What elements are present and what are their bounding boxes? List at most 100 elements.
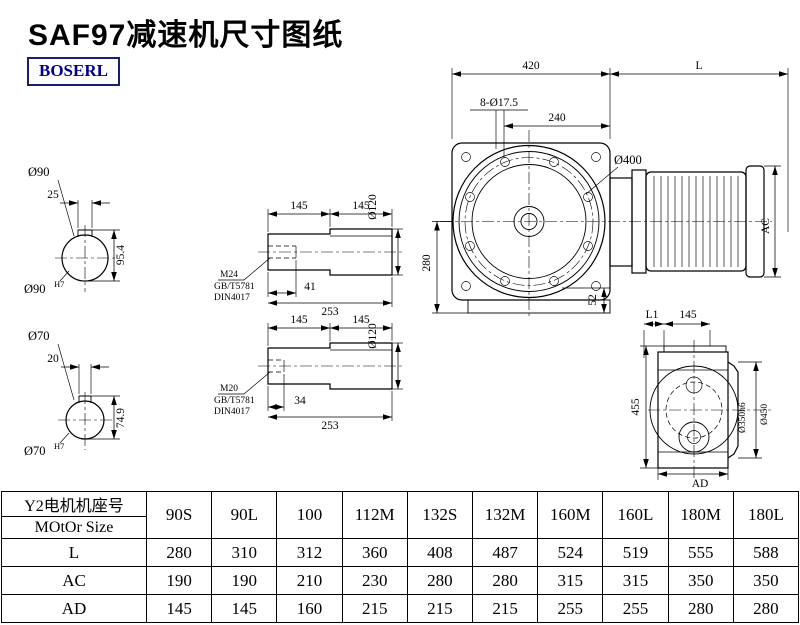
base-strip <box>467 299 611 314</box>
value-cell: 280 <box>146 538 212 566</box>
value-cell: 280 <box>667 594 733 622</box>
value-cell: 312 <box>276 538 342 566</box>
motor <box>609 165 765 278</box>
value-cell: 145 <box>146 594 212 622</box>
dim-450-label: Ø450 <box>760 404 770 425</box>
m20-depth-label: 34 <box>294 395 306 407</box>
dim-L-label: L <box>695 60 702 72</box>
dim-240-label: 240 <box>548 112 566 124</box>
dim-bolt-holes-label: 8-Ø17.5 <box>480 97 518 109</box>
bore70-keywidth-label: 20 <box>47 353 59 365</box>
value-cell: 215 <box>471 594 538 622</box>
dim-455-label: 455 <box>630 398 642 416</box>
row-label-L: L <box>2 538 146 566</box>
value-cell: 408 <box>406 538 472 566</box>
m20-std1-label: GB/T5781 <box>214 396 255 406</box>
size-cell: 90L <box>211 492 276 538</box>
m20-std2-label: DIN4017 <box>214 407 250 417</box>
m20-dia-label: Ø120 <box>367 323 379 349</box>
shaft-detail-m20: 145 145 Ø120 M20 GB/T5781 DIN4017 34 253 <box>214 314 403 432</box>
m24-depth-label: 41 <box>304 281 316 293</box>
bore90-dia-label: Ø90 <box>28 165 50 179</box>
bore70-keydepth-label: 74.9 <box>115 408 127 428</box>
value-cell: 210 <box>276 566 342 594</box>
value-cell: 190 <box>146 566 212 594</box>
technical-drawing: 420 L 8-Ø17.5 240 Ø400 280 52 AC <box>24 60 789 490</box>
value-cell: 280 <box>732 594 798 622</box>
m20-len2-label: 145 <box>352 314 370 326</box>
value-cell: 487 <box>471 538 538 566</box>
value-cell: 519 <box>602 538 668 566</box>
m24-std2-label: DIN4017 <box>214 293 250 303</box>
dim-spigot-label: Ø350h6 <box>738 402 748 433</box>
dimension-table: Y2电机机座号 MOtOr Size 90S 90L 100 112M 132S… <box>1 491 799 623</box>
bore90-keywidth-label: 25 <box>47 189 59 201</box>
bore-section-90: Ø90 25 95.4 Ø90 H7 <box>24 165 127 296</box>
value-cell: 280 <box>471 566 538 594</box>
value-cell: 255 <box>537 594 603 622</box>
m24-thread-label: M24 <box>220 270 238 280</box>
dim-420-label: 420 <box>522 60 540 72</box>
value-cell: 315 <box>537 566 603 594</box>
value-cell: 350 <box>667 566 733 594</box>
motor-fins <box>653 176 739 267</box>
bore90-fit-tol: H7 <box>54 279 64 289</box>
value-cell: 588 <box>732 538 798 566</box>
size-cell: 180M <box>667 492 733 538</box>
dim-52-label: 52 <box>587 294 599 306</box>
m20-thread-label: M20 <box>220 384 238 394</box>
value-cell: 255 <box>602 594 668 622</box>
bore70-fit-label: Ø70 <box>24 444 46 458</box>
front-view: 420 L 8-Ø17.5 240 Ø400 280 52 AC <box>421 60 789 318</box>
logo-boserl: BOSERL <box>27 57 120 86</box>
value-cell: 160 <box>276 594 342 622</box>
size-cell: 132S <box>406 492 472 538</box>
size-cell: 160M <box>537 492 602 538</box>
bore70-dia-label: Ø70 <box>28 329 50 343</box>
bore90-fit-label: Ø90 <box>24 282 46 296</box>
m24-len2-label: 145 <box>352 200 370 212</box>
m24-std1-label: GB/T5781 <box>214 282 255 292</box>
dim-145-label: 145 <box>679 309 697 321</box>
m20-total-label: 253 <box>321 420 339 432</box>
dim-flange-dia-label: Ø400 <box>614 153 642 167</box>
size-cell: 180L <box>732 492 798 538</box>
dim-AC-label: AC <box>760 218 772 234</box>
value-cell: 315 <box>602 566 668 594</box>
value-cell: 350 <box>732 566 798 594</box>
header-en: MOtOr Size <box>34 518 114 536</box>
side-view: L1 145 455 Ø350h6 Ø450 AD <box>630 309 772 490</box>
header-cn: Y2电机机座号 <box>2 492 146 517</box>
size-cell: 90S <box>146 492 211 538</box>
shaft-detail-m24: 145 145 Ø120 M24 GB/T5781 DIN4017 41 253 <box>214 194 403 318</box>
value-cell: 215 <box>406 594 472 622</box>
dim-AD-label: AD <box>692 478 709 490</box>
motor-size-header-cell: Y2电机机座号 MOtOr Size <box>2 492 146 538</box>
bore-section-70: Ø70 20 74.9 Ø70 H7 <box>24 329 127 458</box>
value-cell: 145 <box>211 594 277 622</box>
page-title: SAF97减速机尺寸图纸 <box>28 19 344 52</box>
size-cell: 100 <box>276 492 341 538</box>
m24-total-label: 253 <box>321 306 339 318</box>
value-cell: 555 <box>667 538 733 566</box>
value-cell: 230 <box>341 566 407 594</box>
m20-len1-label: 145 <box>290 314 308 326</box>
value-cell: 190 <box>211 566 277 594</box>
m24-len1-label: 145 <box>290 200 308 212</box>
size-cell: 112M <box>341 492 407 538</box>
value-cell: 215 <box>341 594 407 622</box>
value-cell: 360 <box>341 538 407 566</box>
row-label-AC: AC <box>2 566 146 594</box>
value-cell: 280 <box>406 566 472 594</box>
m24-dia-label: Ø120 <box>367 194 379 220</box>
row-label-AD: AD <box>2 594 146 622</box>
bore70-fit-tol: H7 <box>54 441 64 451</box>
flange-bolt-holes <box>465 157 593 286</box>
dim-L1-label: L1 <box>646 309 659 321</box>
size-cell: 160L <box>602 492 667 538</box>
bore90-keydepth-label: 95.4 <box>115 245 127 265</box>
fan-cowl <box>745 165 765 278</box>
value-cell: 310 <box>211 538 277 566</box>
size-cell: 132M <box>471 492 537 538</box>
dim-280-label: 280 <box>421 254 433 272</box>
